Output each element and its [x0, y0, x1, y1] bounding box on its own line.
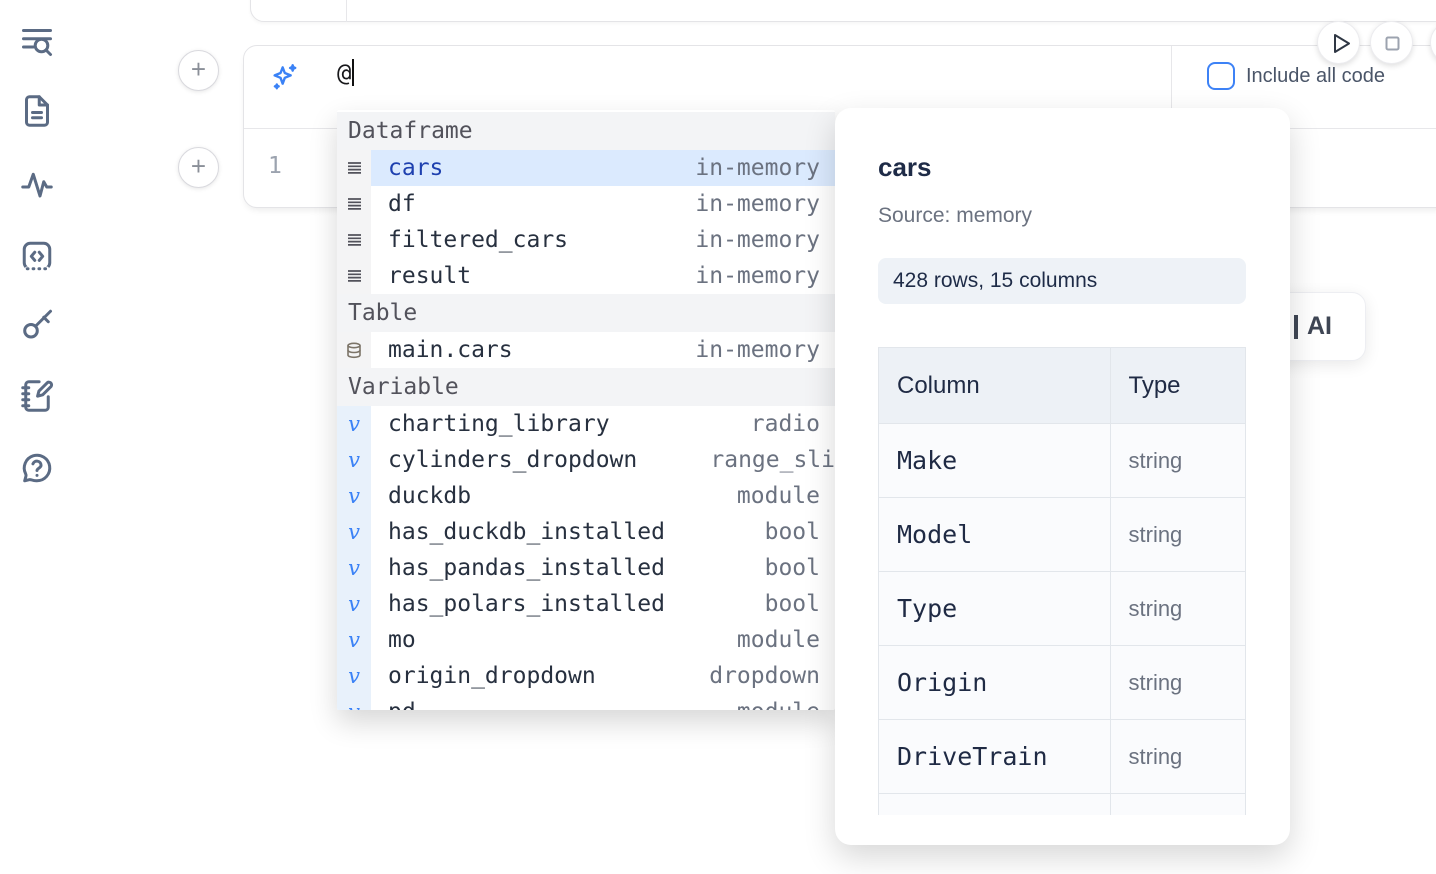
- dataframe-icon: [337, 150, 371, 186]
- sidebar: [0, 0, 72, 874]
- schema-row: DriveTrain string: [878, 719, 1246, 794]
- clipped-letter: [1294, 314, 1298, 339]
- add-cell-below-button[interactable]: +: [178, 147, 219, 188]
- variable-icon: v: [337, 550, 371, 586]
- notebook-pen-icon[interactable]: [19, 378, 55, 414]
- activity-icon[interactable]: [19, 166, 55, 202]
- variable-icon: v: [337, 442, 371, 478]
- variable-icon: v: [337, 658, 371, 694]
- schema-row: Type string: [878, 571, 1246, 646]
- preview-title: cars: [878, 152, 932, 182]
- section-header-table: Table: [337, 294, 835, 332]
- run-cell-button[interactable]: [1317, 21, 1360, 64]
- code-editor-row[interactable]: 1: [244, 130, 1436, 208]
- help-bubble-icon[interactable]: [19, 450, 55, 486]
- variable-icon: v: [337, 514, 371, 550]
- include-all-code-checkbox[interactable]: [1207, 62, 1235, 90]
- sparkles-ai-icon: [268, 61, 300, 93]
- key-icon[interactable]: [19, 306, 55, 342]
- preview-source: Source: memory: [878, 204, 1033, 227]
- variable-icon: v: [337, 406, 371, 442]
- schema-row: Origin string: [878, 645, 1246, 720]
- schema-row: Model string: [878, 497, 1246, 572]
- schema-table: Column Type Make string Model string Typ…: [878, 347, 1246, 815]
- type-header: Type: [1109, 347, 1246, 424]
- stop-button[interactable]: [1370, 21, 1413, 64]
- line-number: 1: [268, 153, 282, 179]
- dataframe-preview-panel: cars Source: memory 428 rows, 15 columns…: [835, 108, 1290, 845]
- shape-badge: 428 rows, 15 columns: [878, 258, 1246, 304]
- text-search-icon[interactable]: [19, 23, 55, 59]
- column-header: Column: [878, 347, 1111, 424]
- schema-header-row: Column Type: [878, 347, 1246, 424]
- previous-cell-bottom: [250, 0, 1436, 22]
- file-text-icon[interactable]: [19, 93, 55, 129]
- section-header-dataframe: Dataframe: [337, 112, 835, 150]
- autocomplete-item-pd[interactable]: v pdmodule: [337, 694, 835, 710]
- variable-icon: v: [337, 586, 371, 622]
- text-caret: [352, 59, 355, 86]
- prompt-value: @: [337, 59, 352, 87]
- variable-icon: v: [337, 694, 371, 710]
- dataframe-icon: [337, 222, 371, 258]
- dataframe-icon: [337, 258, 371, 294]
- table-database-icon: [337, 332, 371, 368]
- prompt-options: Include all code: [1171, 46, 1436, 128]
- schema-row-partial: [878, 793, 1246, 815]
- ai-button-label: AI: [1307, 312, 1332, 340]
- dataframe-icon: [337, 186, 371, 222]
- schema-table-container: Column Type Make string Model string Typ…: [878, 347, 1247, 815]
- variable-icon: v: [337, 622, 371, 658]
- divider: [346, 0, 347, 22]
- schema-row: Make string: [878, 423, 1246, 498]
- scratchpad-code-icon[interactable]: [19, 238, 55, 274]
- section-header-variable: Variable: [337, 368, 835, 406]
- ai-prompt-input[interactable]: @: [337, 59, 355, 87]
- include-all-code-label: Include all code: [1246, 65, 1385, 87]
- add-cell-above-button[interactable]: +: [178, 50, 219, 91]
- variable-icon: v: [337, 478, 371, 514]
